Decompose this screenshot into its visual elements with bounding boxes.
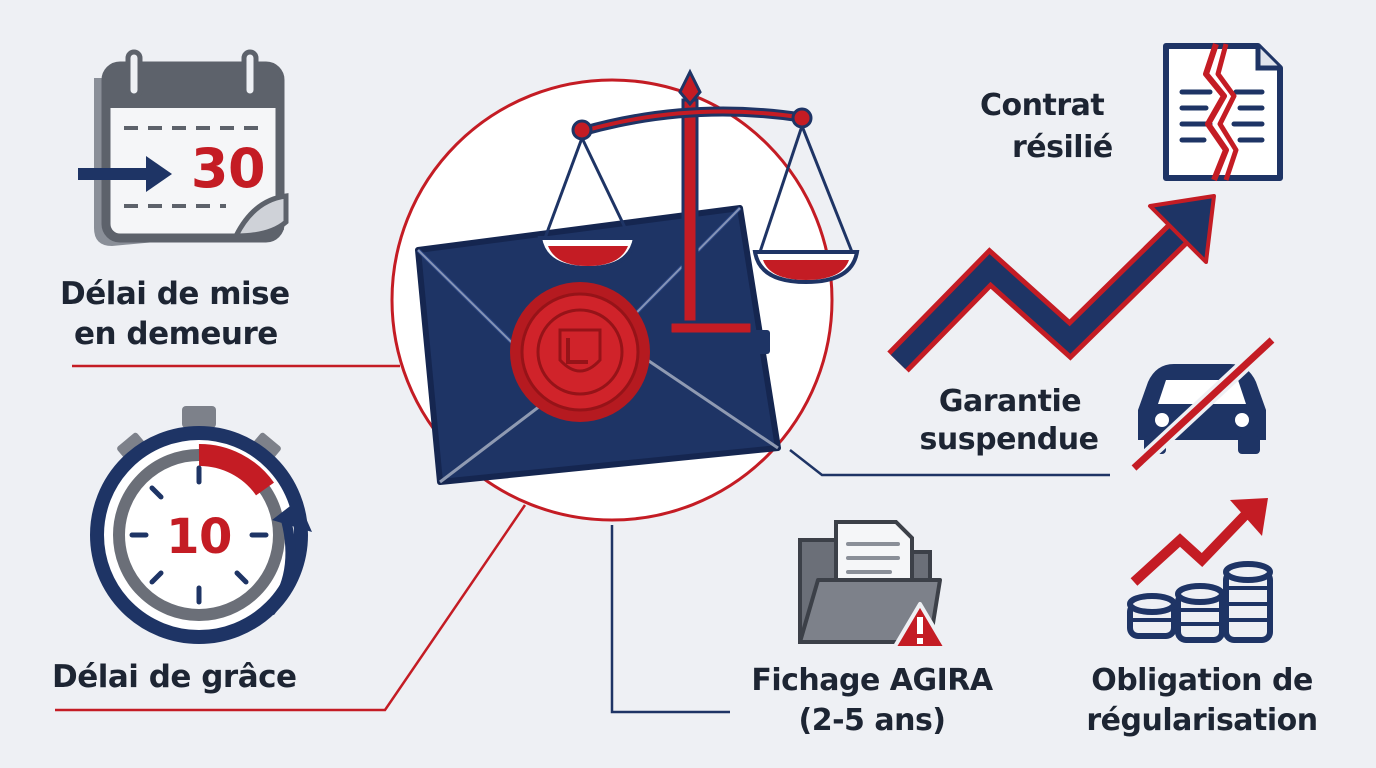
connector-lines xyxy=(55,364,1110,714)
label-delai-de-grace: Délai de grâce xyxy=(52,659,297,695)
connector-grace xyxy=(55,504,527,712)
label-agira-line2: (2-5 ans) xyxy=(798,703,946,738)
arrow-right-icon xyxy=(78,156,172,192)
label-agira-line1: Fichage AGIRA xyxy=(751,663,993,698)
rising-arrow-icon xyxy=(887,194,1216,373)
coins-arrow-icon xyxy=(1127,498,1273,643)
label-mise-en-demeure-line2: en demeure xyxy=(74,316,278,352)
label-regularisation-line1: Obligation de xyxy=(1091,663,1313,698)
folder-warning-icon xyxy=(798,520,948,650)
connector-agira xyxy=(610,525,730,714)
connector-garantie xyxy=(789,449,1110,477)
scales-icon xyxy=(537,68,860,354)
car-crossed-icon xyxy=(1129,334,1277,474)
torn-contract-icon xyxy=(1163,43,1283,182)
label-regularisation-line2: régularisation xyxy=(1086,703,1318,738)
timer-value: 10 xyxy=(166,509,232,565)
calendar-day-number: 30 xyxy=(190,137,266,200)
label-garantie-line2: suspendue xyxy=(919,422,1099,457)
stopwatch-icon xyxy=(90,406,312,644)
label-mise-en-demeure-line1: Délai de mise xyxy=(60,276,290,312)
calendar-icon xyxy=(78,49,289,246)
label-contrat-line1: Contrat xyxy=(980,88,1105,123)
label-contrat-line2: résilié xyxy=(1012,130,1113,165)
label-garantie-line1: Garantie xyxy=(938,384,1082,419)
wax-seal-icon xyxy=(510,282,650,422)
